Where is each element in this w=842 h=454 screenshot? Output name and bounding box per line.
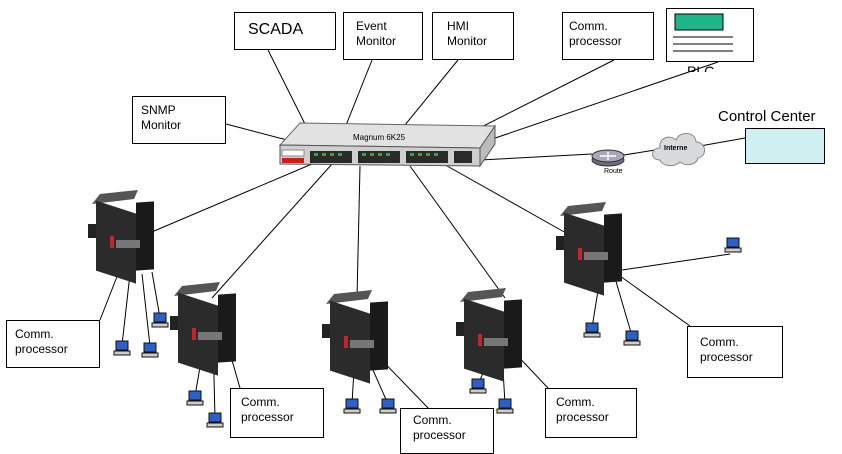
field-switch-icon	[170, 282, 236, 376]
workstation-icon	[379, 398, 397, 414]
comm-processor-top-box: Comm. processor	[562, 12, 654, 60]
workstation-icon	[343, 398, 361, 414]
internet-cloud-icon	[652, 133, 705, 167]
snmp-monitor-box: SNMP Monitor	[132, 96, 226, 144]
comm-processor-label: Comm. processor	[413, 413, 466, 442]
workstation-icon	[496, 398, 514, 414]
workstation-icon	[141, 342, 159, 358]
hmi-monitor-label: HMI Monitor	[447, 19, 488, 48]
workstation-icon	[206, 412, 224, 428]
control-center-box	[745, 128, 825, 164]
plc-label: PLC	[687, 63, 715, 72]
router-label: Route	[604, 168, 623, 175]
plc-box	[666, 8, 754, 62]
comm-processor-label: Comm. processor	[556, 395, 609, 424]
scada-label: SCADA	[248, 21, 304, 38]
internet-label: Interne	[664, 145, 688, 152]
comm-processor-label: Comm. processor	[700, 335, 753, 364]
hmi-monitor-box: HMI Monitor	[432, 12, 514, 60]
workstation-icon	[583, 322, 601, 338]
comm-processor-label: Comm. processor	[241, 395, 294, 424]
event-monitor-label: Event Monitor	[356, 19, 397, 48]
field-switch-icon	[322, 290, 388, 384]
field-switch-icon	[556, 202, 622, 296]
workstation-icon	[113, 340, 131, 356]
workstation-icon	[724, 237, 742, 253]
scada-box: SCADA	[234, 12, 336, 50]
workstation-icon	[623, 330, 641, 346]
network-switch-icon	[278, 122, 496, 168]
comm-processor-box-left: Comm. processor	[6, 320, 100, 368]
workstation-icon	[151, 312, 169, 328]
comm-processor-box-3: Comm. processor	[400, 408, 494, 454]
control-center-label: Control Center	[718, 108, 816, 125]
router-icon	[591, 149, 625, 167]
comm-processor-box-4: Comm. processor	[545, 388, 637, 438]
snmp-monitor-label: SNMP Monitor	[141, 103, 182, 132]
field-switch-icon	[88, 190, 154, 284]
comm-processor-label: Comm. processor	[15, 327, 68, 356]
workstation-icon	[469, 378, 487, 394]
event-monitor-box: Event Monitor	[343, 12, 423, 60]
comm-processor-box-2: Comm. processor	[230, 388, 324, 438]
comm-processor-top-label: Comm. processor	[569, 19, 622, 48]
comm-processor-box-right: Comm. processor	[687, 326, 783, 378]
switch-label: Magnum 6K25	[353, 133, 406, 142]
plc-icon	[673, 13, 733, 52]
field-switch-icon	[456, 288, 522, 382]
workstation-icon	[186, 390, 204, 406]
